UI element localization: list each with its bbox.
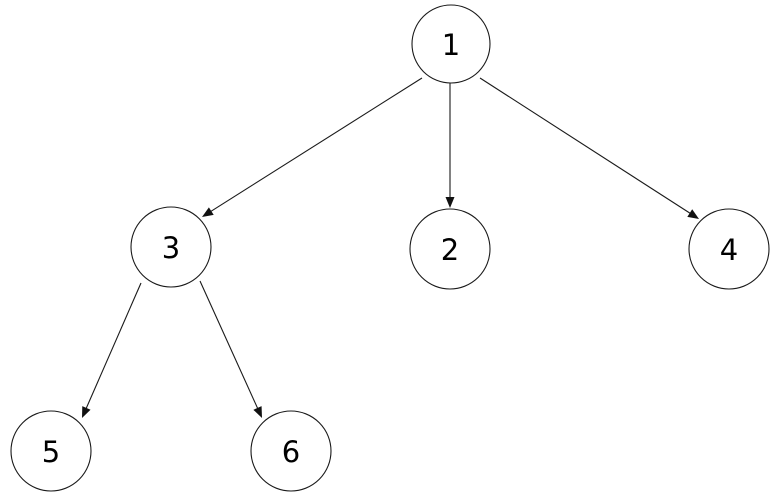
edge-line xyxy=(209,77,423,213)
node-circle[interactable] xyxy=(411,4,491,84)
node-circle[interactable] xyxy=(130,206,212,288)
edge-line xyxy=(479,77,692,215)
node-label: 4 xyxy=(720,233,738,267)
nodes-layer: 1 2 3 4 5 6 xyxy=(10,4,770,492)
node-label: 1 xyxy=(442,28,460,62)
edge-line xyxy=(199,280,259,411)
node-circle[interactable] xyxy=(250,410,332,492)
graph-edge-1-to-2 xyxy=(445,83,455,208)
node-label: 6 xyxy=(282,435,300,469)
arrowhead-icon xyxy=(445,197,455,208)
graph-node-1[interactable]: 1 xyxy=(411,4,491,84)
graph-node-6[interactable]: 6 xyxy=(250,410,332,492)
graph-edge-1-to-3 xyxy=(202,77,423,217)
graph-edge-3-to-6 xyxy=(199,280,262,418)
graph-node-3[interactable]: 3 xyxy=(130,206,212,288)
arrowhead-icon xyxy=(253,406,262,418)
edges-layer xyxy=(82,77,699,418)
arrowhead-icon xyxy=(82,406,91,418)
node-label: 2 xyxy=(441,233,459,267)
arrowhead-icon xyxy=(202,207,214,217)
node-circle[interactable] xyxy=(409,208,491,290)
edge-line xyxy=(85,282,142,410)
graph-node-2[interactable]: 2 xyxy=(409,208,491,290)
node-circle[interactable] xyxy=(10,410,92,492)
arrowhead-icon xyxy=(687,209,699,219)
node-label: 3 xyxy=(162,231,180,265)
node-label: 5 xyxy=(42,435,60,469)
node-circle[interactable] xyxy=(688,208,770,290)
graph-edge-3-to-5 xyxy=(82,282,142,418)
graph-node-5[interactable]: 5 xyxy=(10,410,92,492)
graph-node-4[interactable]: 4 xyxy=(688,208,770,290)
graph-edge-1-to-4 xyxy=(479,77,699,219)
